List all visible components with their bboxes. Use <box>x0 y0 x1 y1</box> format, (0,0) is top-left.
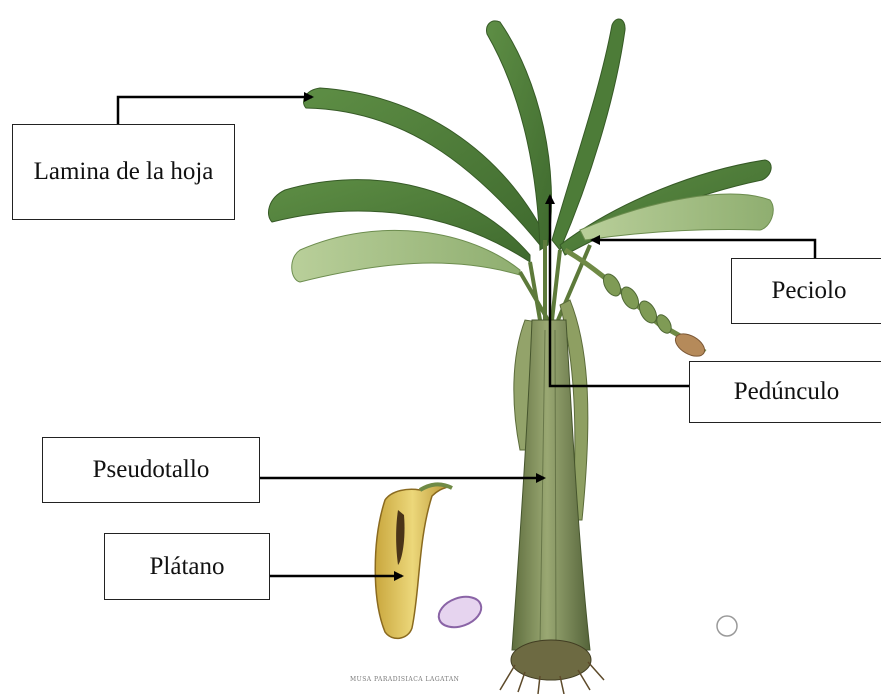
petiole-stalks <box>520 240 590 320</box>
arrow-lamina <box>118 97 312 124</box>
leaf-upper-left <box>304 88 545 245</box>
plate-caption: MUSA PARADISIACA LAGATAN <box>350 676 459 683</box>
arrow-peciolo <box>592 240 815 258</box>
label-lamina-de-la-hoja: Lamina de la hoja <box>12 124 235 220</box>
label-pseudotallo: Pseudotallo <box>42 437 260 503</box>
label-peciolo: Peciolo <box>731 258 881 324</box>
hanging-fruit-cluster <box>600 271 674 336</box>
plate-seal <box>717 616 737 636</box>
rhizome <box>511 640 591 680</box>
cross-section-drawing <box>435 591 486 632</box>
label-pedunculo: Pedúnculo <box>689 361 881 423</box>
label-platano: Plátano <box>104 533 270 600</box>
